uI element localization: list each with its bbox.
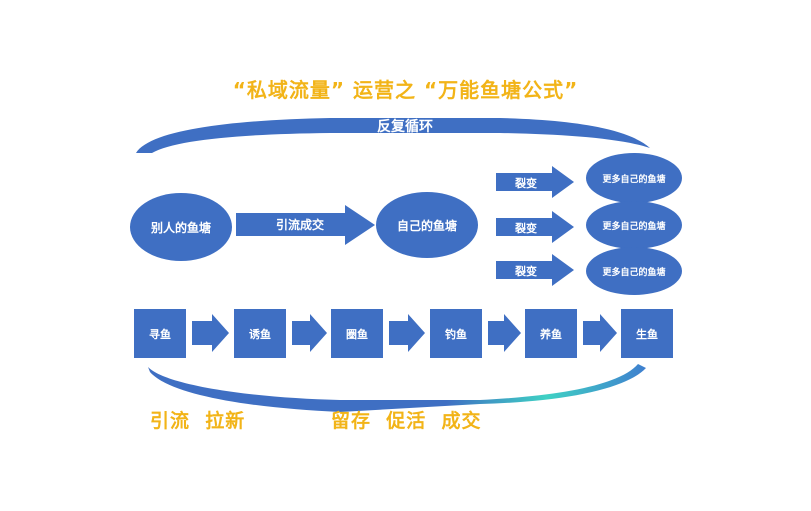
step-box: [134, 309, 186, 358]
diagram-title: “私域流量” 运营之 “万能鱼塘公式”: [232, 78, 579, 102]
fission-arrow-label: 裂变: [515, 177, 537, 190]
more-pond-label: 更多自己的鱼塘: [602, 268, 666, 278]
others-pond-ellipse: [130, 193, 232, 261]
fission-arrow: [496, 211, 574, 243]
fission-arrow-label: 裂变: [515, 265, 537, 278]
own-pond-ellipse: [376, 192, 478, 258]
bottom-loop-label: 反复循环: [370, 386, 426, 402]
step-label: 养鱼: [540, 328, 562, 341]
step-label: 钓鱼: [445, 328, 467, 341]
step-box: [331, 309, 383, 358]
step-arrow: [389, 314, 425, 352]
step-label: 生鱼: [636, 328, 658, 341]
step-box: [430, 309, 482, 358]
fission-arrow: [496, 254, 574, 286]
step-box: [525, 309, 577, 358]
more-pond-label: 更多自己的鱼塘: [602, 175, 666, 185]
step-box: [234, 309, 286, 358]
more-pond-ellipse: [586, 247, 682, 295]
step-arrow: [192, 314, 229, 352]
acquisition-label: 引流 拉新: [150, 410, 246, 432]
bottom-loop-arc: [148, 364, 646, 412]
more-pond-ellipse: [586, 201, 682, 249]
others-pond-label: 别人的鱼塘: [150, 221, 211, 235]
own-pond-label: 自己的鱼塘: [396, 219, 457, 233]
more-pond-ellipse: [586, 153, 682, 203]
step-arrow: [488, 314, 521, 352]
step-arrow: [583, 314, 617, 352]
step-label: 圈鱼: [346, 328, 368, 341]
fission-arrow-label: 裂变: [515, 222, 537, 235]
step-label: 寻鱼: [149, 328, 171, 341]
main-arrow-label: 引流成交: [275, 218, 324, 232]
more-pond-label: 更多自己的鱼塘: [602, 222, 666, 232]
step-label: 诱鱼: [249, 328, 271, 341]
top-loop-label: 反复循环: [377, 119, 433, 135]
step-box: [621, 309, 673, 358]
top-loop-arc: [136, 118, 650, 153]
main-arrow: [236, 205, 375, 245]
fission-arrow: [496, 166, 574, 198]
step-arrow: [292, 314, 327, 352]
retention-label: 留存 促活 成交: [331, 410, 482, 432]
